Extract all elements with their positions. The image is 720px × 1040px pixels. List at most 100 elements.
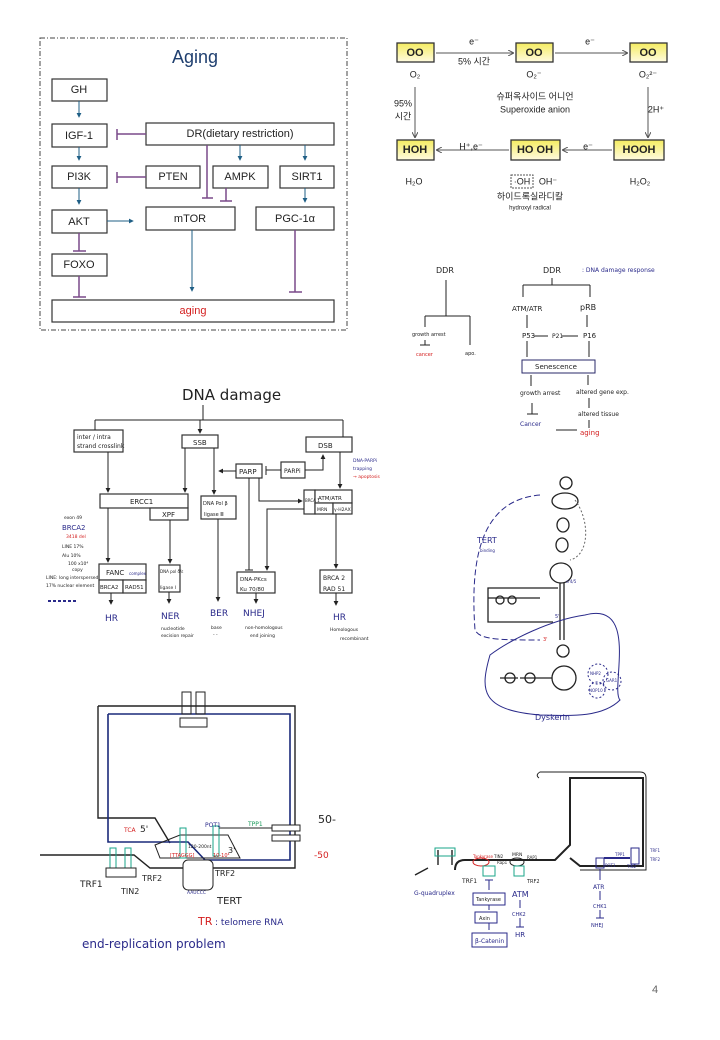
rna-tert-sub: binding <box>480 548 495 553</box>
inhibition-arrows <box>73 129 302 298</box>
ddr-altered-tissue: altered tissue <box>578 411 619 418</box>
oh-radical: ·OH <box>514 176 531 186</box>
sh-mrn: MRN <box>512 852 522 858</box>
box-akt: AKT <box>68 216 90 228</box>
pol-delta-label: DNA pol δ/ε <box>160 569 183 574</box>
nhej-desc-1: non-homologous <box>245 625 283 631</box>
ddr-diagram: DDR growth arrest cancer apo. DDR : DNA … <box>412 266 655 437</box>
reactive-oxygen-diagram: OO OO OO HOH HO OH HOOH O₂ O₂⁻ O₂²⁻ H₂O … <box>394 36 668 212</box>
trapping-3: → apoptosis <box>353 474 381 480</box>
fanc-label: FANC <box>106 569 124 577</box>
ddr-p16: P16 <box>583 332 597 340</box>
label-5pct: 5% 시간 <box>458 56 490 66</box>
sh-trf1-r: TRF1 <box>649 848 661 853</box>
box-aging: aging <box>180 305 207 317</box>
sh-tankyrase-red: Tankyrase <box>472 854 493 859</box>
ddr-cancer: Cancer <box>520 421 542 428</box>
crosslink-line1: inter / intra <box>77 434 111 441</box>
brca1-label: BRCA 1 <box>305 498 320 503</box>
er-minus50: -50 <box>314 851 329 861</box>
mol-hooh: HOOH <box>623 144 656 156</box>
er-5prime: 5' <box>140 825 148 835</box>
er-3prime: 3' <box>228 846 235 855</box>
page-number: 4 <box>652 984 659 996</box>
crosslink-line2: strand crosslink <box>77 443 125 450</box>
telomerase-rna-diagram: TERT binding Dyskerin cr4/5 5' 3' NHP2 G… <box>473 476 622 722</box>
box-gh: GH <box>71 84 88 96</box>
er-tr: TR <box>197 915 213 928</box>
ddr-left-growth-arrest: growth arrest <box>412 332 446 338</box>
rna-3p: 3' <box>543 637 548 643</box>
label-o2: O₂ <box>410 69 421 79</box>
ddr-altered-gene: altered gene exp. <box>576 389 629 396</box>
sh-atr: ATR <box>593 884 604 891</box>
ddr-left-title: DDR <box>436 266 454 275</box>
outcome-hr1: HR <box>105 614 118 624</box>
sh-nhej: NHEJ <box>591 923 603 929</box>
sh-tin2-r: TIN2 <box>626 864 637 869</box>
rad51-label: RAD51 <box>125 585 144 591</box>
ercc1-label: ERCC1 <box>130 498 153 506</box>
ku-label: Ku 70/80 <box>240 587 265 593</box>
rna-gar1: GAR1 <box>606 678 618 683</box>
sh-chk2: CHK2 <box>512 912 526 918</box>
note-9: 17% nuclear element <box>46 583 94 589</box>
note-3: 3418 del <box>66 534 86 540</box>
ber-desc-1: base <box>211 625 222 631</box>
nhej-desc-2: end joining <box>250 633 275 639</box>
note-6: 100 x10⁴ <box>68 561 88 567</box>
brca2b-label: BRCA 2 <box>323 575 345 582</box>
er-trf2-right: TRF2 <box>214 869 235 878</box>
dashed-frame <box>39 37 348 331</box>
box-pgc1a: PGC-1α <box>275 213 316 225</box>
activation-arrows <box>76 101 308 292</box>
rna-nop10: NOP10 <box>589 688 603 693</box>
er-tin2: TIN2 <box>120 887 139 896</box>
trapping-1: DNA-PARPi <box>353 458 377 464</box>
label-95pct-time: 시간 <box>395 111 412 121</box>
outcome-nhej: NHEJ <box>243 609 265 619</box>
mol-ho-oh: HO OH <box>517 144 553 156</box>
label-o2-2minus: O₂²⁻ <box>639 69 657 79</box>
ner-desc-2: excision repair <box>161 633 194 639</box>
label-h2o: H₂O <box>406 176 423 186</box>
note-7: copy <box>72 568 83 573</box>
xpf-label: XPF <box>162 511 175 519</box>
ligase1-label: ligase Ⅰ <box>160 585 176 591</box>
mol-o2-minus: OO <box>525 47 543 59</box>
note-4: LINE 17% <box>62 544 84 550</box>
label-h2o2: H₂O₂ <box>630 176 651 186</box>
er-pot1: POT1 <box>205 822 221 829</box>
ber-desc-2: - - <box>213 633 218 638</box>
mol-o2: OO <box>406 47 424 59</box>
box-sirt1: SIRT1 <box>292 171 323 183</box>
ddr-left-cancer: cancer <box>416 352 434 358</box>
ddr-senescence: Senescence <box>535 363 577 371</box>
note-1: exon 49 <box>64 515 82 521</box>
aging-pathway-diagram: Aging GH IGF-1 DR(dietary restriction) P… <box>39 37 348 331</box>
rad51b-label: RAD 51 <box>323 586 345 593</box>
sh-trf1: TRF1 <box>461 878 477 885</box>
ligase3-label: ligase Ⅲ <box>204 512 224 518</box>
er-template: AAUCCC <box>187 890 206 896</box>
trapping-2: trapping <box>353 466 372 472</box>
sh-tankyrase: Tankyrase <box>475 897 501 903</box>
ddr-p21: P21 <box>552 333 563 340</box>
box-ampk: AMPK <box>224 171 256 183</box>
dna-damage-title: DNA damage <box>182 386 281 404</box>
er-trf2-left: TRF2 <box>141 874 162 883</box>
label-h-e: H⁺,e⁻ <box>459 141 483 151</box>
superoxide-en: Superoxide anion <box>500 104 570 114</box>
outcome-ner: NER <box>161 612 180 622</box>
sh-atm: ATM <box>512 890 529 899</box>
box-foxo: FOXO <box>63 259 95 271</box>
sh-rap1: Rap1 <box>497 860 508 865</box>
ddr-atm-atr: ATM/ATR <box>512 305 542 313</box>
label-e3: e⁻ <box>583 141 593 151</box>
brca2-label: BRCA2 <box>100 585 118 591</box>
er-tpp1: TPP1 <box>247 821 263 828</box>
h2ax-label: γ-H2AX <box>334 507 351 513</box>
er-plus50: 50- <box>318 813 336 826</box>
label-e2: e⁻ <box>585 36 595 46</box>
sh-hr: HR <box>515 931 525 939</box>
